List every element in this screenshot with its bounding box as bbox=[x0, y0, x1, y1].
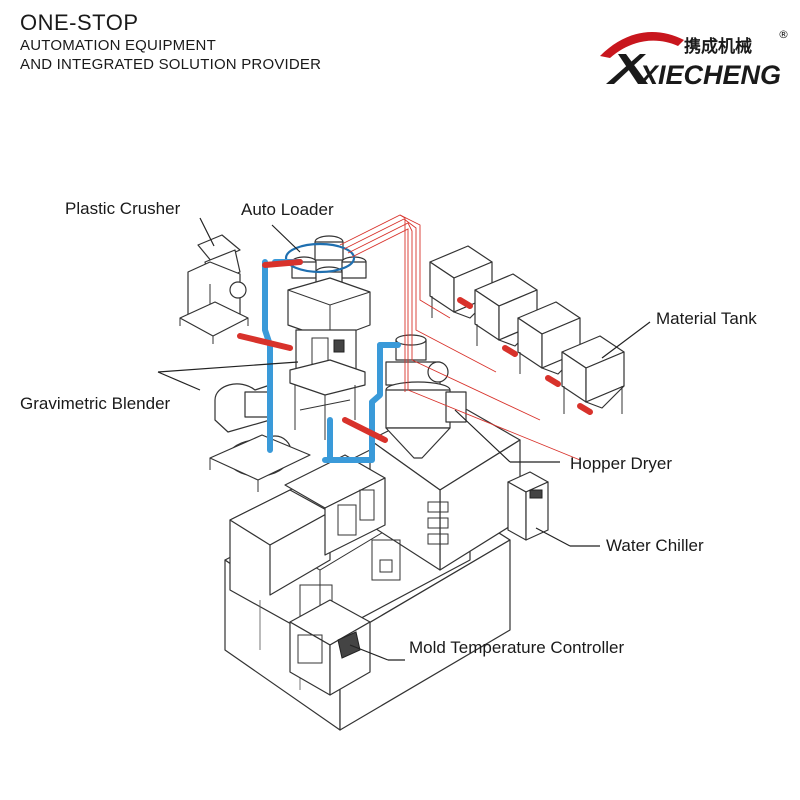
header: ONE-STOP AUTOMATION EQUIPMENT AND INTEGR… bbox=[20, 10, 321, 74]
label-auto-loader: Auto Loader bbox=[241, 200, 334, 219]
material-tank-4 bbox=[561, 335, 625, 414]
material-tanks bbox=[429, 245, 625, 414]
conveying-tubes bbox=[339, 214, 581, 461]
label-mold-temperature-controller: Mold Temperature Controller bbox=[409, 638, 624, 657]
mold-temperature-controller bbox=[289, 599, 371, 696]
header-line-2: AND INTEGRATED SOLUTION PROVIDER bbox=[20, 56, 322, 73]
label-water-chiller: Water Chiller bbox=[606, 536, 704, 555]
hopper-dryer bbox=[385, 334, 467, 459]
logo-brand-text: XIECHENG bbox=[638, 60, 781, 90]
logo-chinese-text: 携成机械 bbox=[684, 36, 752, 57]
leader-lines bbox=[157, 217, 651, 661]
logo-mark-icon bbox=[600, 32, 684, 58]
header-title: ONE-STOP bbox=[20, 10, 139, 35]
label-gravimetric-blender: Gravimetric Blender bbox=[20, 394, 171, 413]
gravimetric-blender bbox=[287, 277, 371, 440]
xiecheng-logo: 携成机械 ® XIECHENG bbox=[600, 28, 789, 90]
logo-registered-mark: ® bbox=[778, 28, 789, 41]
process-pipes bbox=[237, 259, 593, 463]
injection-molding-machine bbox=[224, 399, 521, 731]
label-material-tank: Material Tank bbox=[656, 309, 757, 328]
label-plastic-crusher: Plastic Crusher bbox=[65, 199, 181, 218]
plastic-crusher bbox=[179, 234, 249, 344]
header-line-1: AUTOMATION EQUIPMENT bbox=[20, 37, 216, 54]
label-hopper-dryer: Hopper Dryer bbox=[570, 454, 672, 473]
vacuum-loader-unit bbox=[209, 383, 311, 492]
water-chiller bbox=[507, 471, 549, 541]
